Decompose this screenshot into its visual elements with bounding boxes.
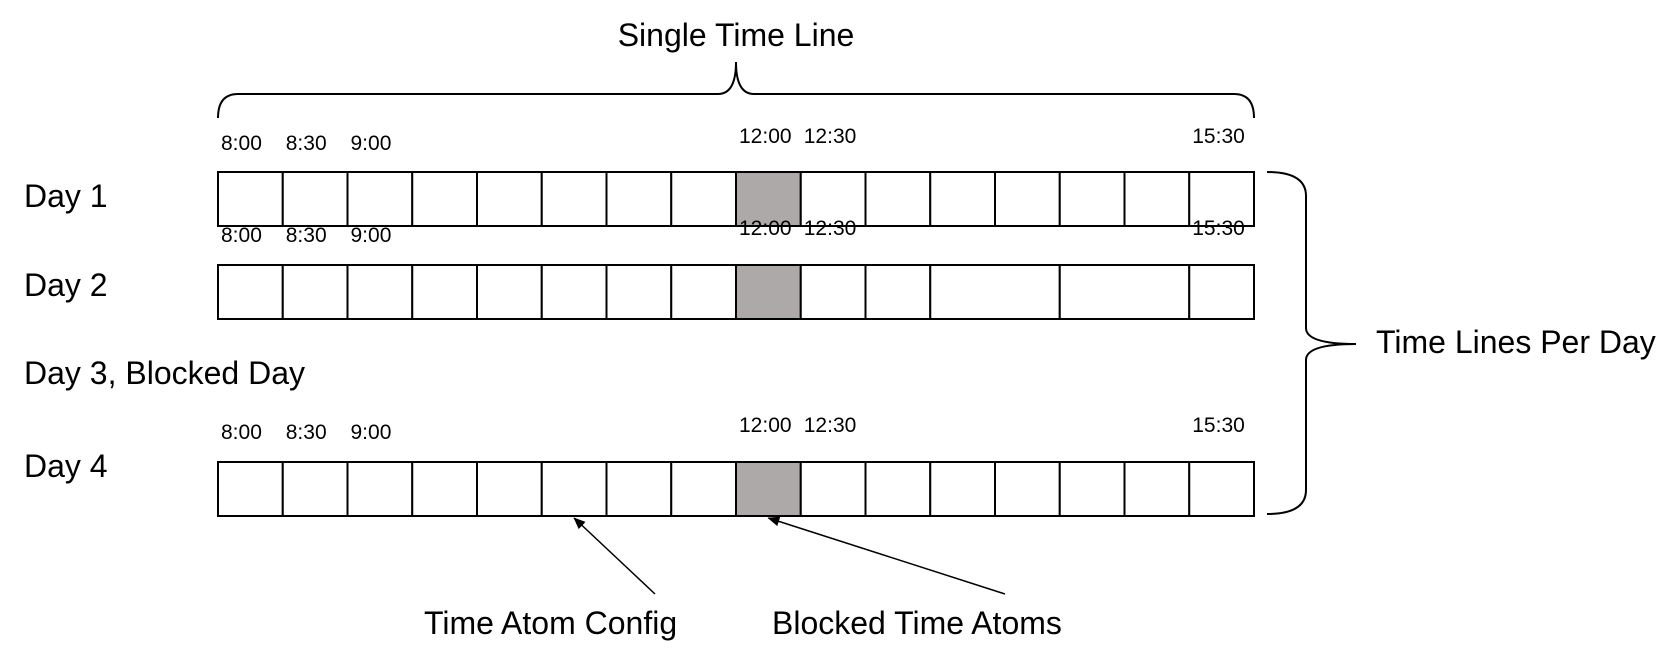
annotations: Time Atom Config Blocked Time Atoms bbox=[424, 516, 1062, 641]
time-tick-label: 12:00 bbox=[739, 217, 792, 240]
time-tick-label: 8:30 bbox=[286, 421, 327, 444]
time-atom bbox=[1123, 461, 1191, 517]
annotation-arrow bbox=[573, 517, 656, 595]
time-atom bbox=[1188, 461, 1255, 517]
blocked-time-atom bbox=[735, 171, 802, 227]
time-tick-label: 12:00 bbox=[739, 414, 792, 437]
time-atom bbox=[605, 461, 673, 517]
time-atom bbox=[1123, 171, 1191, 227]
time-atom bbox=[411, 461, 478, 517]
time-atom bbox=[476, 461, 543, 517]
time-atom bbox=[411, 171, 478, 227]
time-tick-label: 9:00 bbox=[351, 224, 392, 247]
time-atom bbox=[540, 264, 608, 320]
day-label-4: Day 4 bbox=[24, 448, 108, 484]
time-tick-label: 12:30 bbox=[804, 414, 857, 437]
time-atom bbox=[281, 461, 349, 517]
annotation-label: Blocked Time Atoms bbox=[772, 605, 1062, 641]
time-atom bbox=[217, 264, 284, 320]
time-atom bbox=[864, 171, 932, 227]
time-atom bbox=[799, 171, 867, 227]
top-brace bbox=[217, 61, 1255, 119]
time-tick-label: 8:30 bbox=[286, 224, 327, 247]
time-atom bbox=[1058, 461, 1126, 517]
day-label-1: Day 1 bbox=[24, 178, 108, 214]
time-tick-label: 15:30 bbox=[1192, 125, 1245, 148]
time-atom bbox=[1058, 264, 1191, 320]
time-atom bbox=[540, 461, 608, 517]
time-atom bbox=[799, 264, 867, 320]
time-atom bbox=[346, 461, 414, 517]
time-atom bbox=[994, 461, 1061, 517]
time-tick-label: 12:30 bbox=[804, 125, 857, 148]
time-atom bbox=[929, 461, 996, 517]
time-atom bbox=[281, 171, 349, 227]
time-atom bbox=[346, 171, 414, 227]
time-atom bbox=[1188, 264, 1255, 320]
annotation-arrow bbox=[767, 516, 1006, 595]
blocked-time-atom bbox=[735, 461, 802, 517]
time-atom bbox=[929, 264, 1061, 320]
day-label-2: Day 2 bbox=[24, 267, 108, 303]
time-atom bbox=[864, 264, 932, 320]
time-atom bbox=[605, 171, 673, 227]
time-tick-label: 9:00 bbox=[351, 132, 392, 155]
time-atom bbox=[994, 171, 1061, 227]
time-atom bbox=[476, 264, 543, 320]
time-tick-label: 15:30 bbox=[1192, 217, 1245, 240]
time-atom bbox=[670, 171, 737, 227]
time-atom bbox=[1188, 171, 1255, 227]
time-tick-label: 8:00 bbox=[221, 421, 262, 444]
time-tick-label: 8:00 bbox=[221, 224, 262, 247]
annotation-label: Time Atom Config bbox=[424, 605, 677, 641]
side-label: Time Lines Per Day bbox=[1376, 324, 1656, 360]
time-atom bbox=[1058, 171, 1126, 227]
time-tick-label: 8:30 bbox=[286, 132, 327, 155]
time-atom bbox=[540, 171, 608, 227]
blocked-time-atom bbox=[735, 264, 802, 320]
time-tick-label: 9:00 bbox=[351, 421, 392, 444]
time-atom bbox=[281, 264, 349, 320]
diagram-title: Single Time Line bbox=[618, 17, 855, 53]
time-atom bbox=[346, 264, 414, 320]
time-tick-label: 15:30 bbox=[1192, 414, 1245, 437]
day-label-3: Day 3, Blocked Day bbox=[24, 355, 305, 391]
side-brace bbox=[1266, 171, 1357, 515]
time-atom bbox=[217, 171, 284, 227]
timelines: 8:00 8:30 9:00 12:00 12:30 15:30 8:00 8:30 9:00 1… bbox=[217, 125, 1255, 517]
time-atom bbox=[411, 264, 478, 320]
time-tick-label: 8:00 bbox=[221, 132, 262, 155]
time-tick-label: 12:30 bbox=[804, 217, 857, 240]
time-atom bbox=[476, 171, 543, 227]
time-tick-label: 12:00 bbox=[739, 125, 792, 148]
time-atom bbox=[799, 461, 867, 517]
time-atom bbox=[605, 264, 673, 320]
time-atom bbox=[217, 461, 284, 517]
time-atom bbox=[929, 171, 996, 227]
time-atom bbox=[670, 264, 737, 320]
time-atom bbox=[670, 461, 737, 517]
time-atom bbox=[864, 461, 932, 517]
